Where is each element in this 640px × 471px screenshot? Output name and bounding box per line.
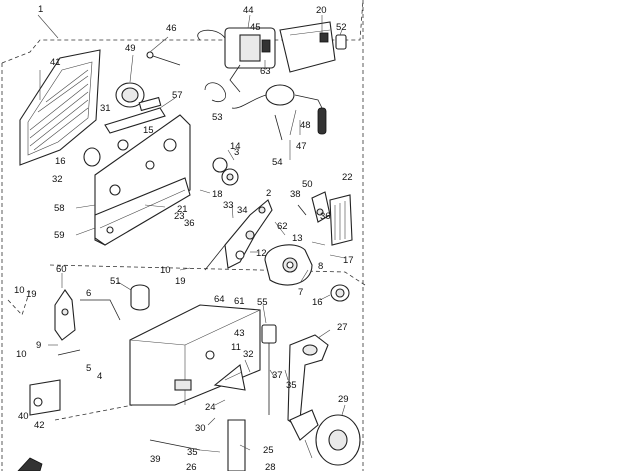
callout-35b: 35 bbox=[187, 447, 198, 458]
part-62-cam bbox=[264, 244, 313, 286]
callout-31: 31 bbox=[100, 103, 111, 114]
part-43-main-housing bbox=[129, 304, 261, 406]
callout-55: 55 bbox=[257, 297, 268, 308]
part-47-48-switch-and-coil bbox=[231, 84, 327, 141]
callout-36b: 36 bbox=[320, 211, 331, 222]
callout-10c: 10 bbox=[16, 349, 27, 360]
callout-20: 20 bbox=[316, 5, 327, 16]
callout-12: 12 bbox=[256, 248, 267, 259]
callout-2: 2 bbox=[266, 188, 271, 199]
callout-52: 52 bbox=[336, 22, 347, 33]
part-51-cylinder bbox=[130, 284, 150, 311]
callout-63: 63 bbox=[260, 66, 271, 77]
part-28-arm bbox=[289, 409, 319, 441]
part-53-clip bbox=[204, 82, 227, 102]
callout-62: 62 bbox=[277, 221, 288, 232]
callout-32b: 32 bbox=[243, 349, 254, 360]
callout-9: 9 bbox=[36, 340, 41, 351]
part-25-26-rods bbox=[149, 419, 246, 471]
callout-40: 40 bbox=[18, 411, 29, 422]
callout-10a: 10 bbox=[160, 265, 171, 276]
callout-47: 47 bbox=[296, 141, 307, 152]
callout-41: 41 bbox=[50, 57, 61, 68]
callout-18: 18 bbox=[212, 189, 223, 200]
callout-11: 11 bbox=[231, 342, 241, 353]
callout-16b: 16 bbox=[312, 297, 323, 308]
part-57-lever bbox=[83, 96, 166, 167]
callout-39: 39 bbox=[150, 454, 161, 465]
callout-5: 5 bbox=[86, 363, 91, 374]
callout-21: 21 bbox=[177, 204, 188, 215]
callout-27: 27 bbox=[337, 322, 348, 333]
callout-6: 6 bbox=[86, 288, 91, 299]
callout-22: 22 bbox=[342, 172, 353, 183]
leader-lines bbox=[39, 14, 346, 459]
callout-3: 3 bbox=[234, 147, 239, 158]
callout-19b: 19 bbox=[26, 289, 37, 300]
part-20-52-small-fittings bbox=[319, 32, 347, 50]
callout-labels: 1 46 44 45 20 52 49 41 63 57 31 53 15 48… bbox=[14, 4, 354, 471]
part-22-spring-plate bbox=[329, 194, 353, 246]
callout-38: 38 bbox=[290, 189, 301, 200]
part-55-connector bbox=[261, 324, 277, 415]
callout-49: 49 bbox=[125, 43, 136, 54]
callout-57: 57 bbox=[172, 90, 183, 101]
callout-14: 14 bbox=[230, 141, 241, 152]
callout-46: 46 bbox=[166, 23, 177, 34]
callout-28: 28 bbox=[265, 462, 276, 471]
callout-1: 1 bbox=[38, 4, 43, 15]
corner-stamp-icon bbox=[17, 457, 43, 471]
callout-16a: 16 bbox=[55, 156, 66, 167]
callout-30: 30 bbox=[195, 423, 206, 434]
callout-26: 26 bbox=[186, 462, 197, 471]
callout-33: 33 bbox=[223, 200, 234, 211]
callout-58: 58 bbox=[54, 203, 65, 214]
part-50-plate bbox=[297, 191, 331, 223]
part-40-42-base-plate bbox=[29, 379, 61, 416]
callout-34: 34 bbox=[237, 205, 248, 216]
callout-36a: 36 bbox=[184, 218, 195, 229]
callout-29: 29 bbox=[338, 394, 349, 405]
callout-23: 23 bbox=[174, 211, 185, 222]
callout-60: 60 bbox=[56, 264, 67, 275]
callout-10b: 10 bbox=[14, 285, 25, 296]
callout-13: 13 bbox=[292, 233, 303, 244]
part-49-knob bbox=[115, 51, 181, 108]
callout-43: 43 bbox=[234, 328, 245, 339]
callout-53: 53 bbox=[212, 112, 223, 123]
callout-24: 24 bbox=[205, 402, 216, 413]
callout-51: 51 bbox=[110, 276, 121, 287]
part-58-59-side-plates bbox=[94, 114, 191, 246]
callout-8: 8 bbox=[318, 261, 323, 272]
callout-15: 15 bbox=[143, 125, 154, 136]
part-29-disc bbox=[315, 414, 361, 466]
callout-37: 37 bbox=[272, 370, 283, 381]
assembly-outline bbox=[1, 0, 366, 471]
callout-61: 61 bbox=[234, 296, 245, 307]
callout-19a: 19 bbox=[175, 276, 186, 287]
part-11-cam bbox=[213, 364, 246, 391]
callout-25: 25 bbox=[263, 445, 274, 456]
callout-64: 64 bbox=[214, 294, 225, 305]
part-41-cover-grille bbox=[19, 49, 101, 166]
callout-59: 59 bbox=[54, 230, 65, 241]
callout-45: 45 bbox=[250, 22, 261, 33]
callout-17: 17 bbox=[343, 255, 354, 266]
callout-44: 44 bbox=[243, 5, 254, 16]
callout-42: 42 bbox=[34, 420, 45, 431]
callout-4: 4 bbox=[97, 371, 102, 382]
part-16-washer bbox=[330, 284, 350, 302]
callout-50: 50 bbox=[302, 179, 313, 190]
part-2-linkage-arm bbox=[204, 199, 273, 271]
part-44-45-harness bbox=[197, 21, 336, 93]
part-60-bracket bbox=[54, 289, 121, 356]
part-14-3-rings bbox=[212, 157, 239, 186]
callout-48: 48 bbox=[300, 120, 311, 131]
callout-54: 54 bbox=[272, 157, 283, 168]
callout-32a: 32 bbox=[52, 174, 63, 185]
callout-7: 7 bbox=[298, 287, 303, 298]
callout-35a: 35 bbox=[286, 380, 297, 391]
